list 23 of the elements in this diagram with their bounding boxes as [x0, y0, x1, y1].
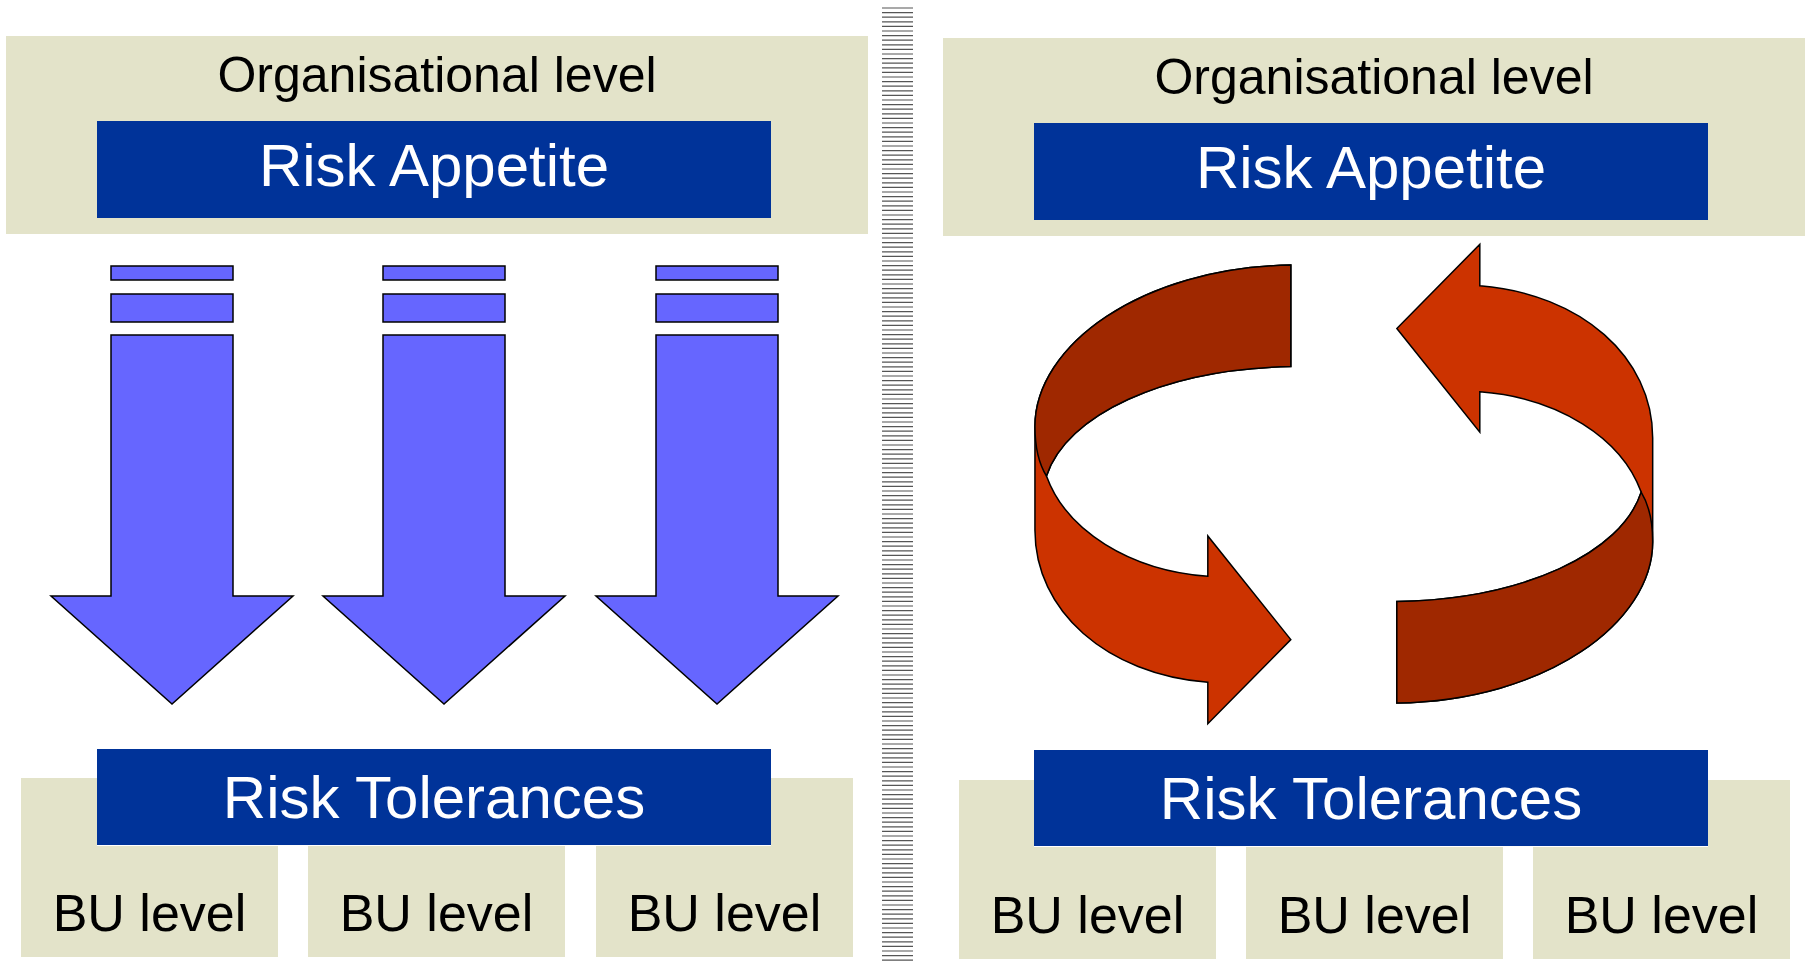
node-label: Risk Tolerances — [222, 762, 646, 832]
node-label: BU level — [1563, 885, 1760, 945]
node-label: BU level — [626, 883, 823, 943]
unit-box — [1246, 847, 1503, 959]
title-bar — [1034, 123, 1708, 220]
node-label: Risk Appetite — [1194, 133, 1548, 202]
block-arrow — [321, 265, 567, 705]
node-label: BU level — [51, 883, 248, 943]
node-label: Risk Tolerances — [1159, 763, 1583, 833]
node-label: Risk Appetite — [257, 131, 611, 200]
node-label: BU level — [338, 883, 535, 943]
title-bar — [97, 121, 771, 218]
block-arrow — [49, 265, 295, 705]
node-label: Organisational level — [1153, 48, 1595, 106]
level-band — [943, 38, 1805, 236]
node-label: BU level — [989, 885, 1186, 945]
level-band — [6, 36, 868, 234]
title-bar — [1034, 750, 1708, 846]
unit-box — [308, 846, 565, 957]
block-arrow — [594, 265, 840, 705]
node-label: BU level — [1276, 885, 1473, 945]
title-bar — [97, 749, 771, 845]
node-label: Organisational level — [216, 46, 658, 104]
